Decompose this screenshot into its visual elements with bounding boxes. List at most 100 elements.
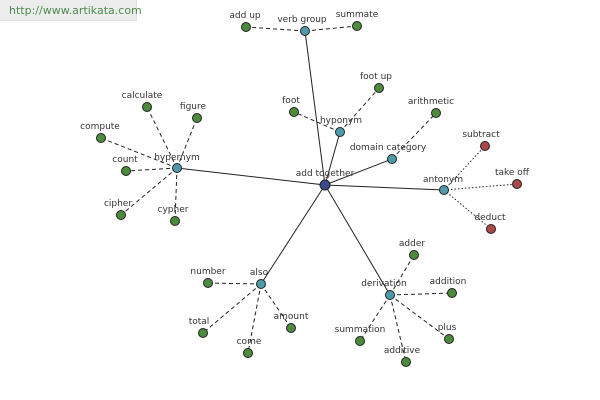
term-dot[interactable] [192,113,202,123]
relation-label[interactable]: derivation [361,279,407,289]
term-dot[interactable] [116,210,126,220]
term-node-adder[interactable]: adder [399,239,425,260]
term-label[interactable]: calculate [122,91,163,101]
term-dot[interactable] [444,334,454,344]
relation-node-antonym[interactable]: antonym [423,175,463,195]
source-url[interactable]: http://www.artikata.com [0,0,142,21]
term-label[interactable]: addition [430,277,467,287]
term-dot[interactable] [170,216,180,226]
term-node-addition[interactable]: addition [430,277,467,298]
edge-center-also [260,184,326,285]
term-node-cypher[interactable]: cypher [158,205,189,226]
term-label[interactable]: deduct [474,213,506,223]
edge-center-antonym [324,184,445,191]
term-node-compute[interactable]: compute [80,122,120,143]
term-label[interactable]: additive [384,346,421,356]
term-label[interactable]: arithmetic [408,97,454,107]
term-label[interactable]: amount [274,312,309,322]
term-node-take-off[interactable]: take off [495,168,530,189]
center-label[interactable]: add together [296,169,355,179]
term-node-number[interactable]: number [190,267,226,288]
relation-label[interactable]: antonym [423,175,463,185]
term-dot[interactable] [289,107,299,117]
term-label[interactable]: cypher [158,205,189,215]
term-node-arithmetic[interactable]: arithmetic [408,97,454,118]
edge-derivation-summation [359,294,391,342]
term-label[interactable]: foot up [360,72,392,82]
edge-center-domain-category [324,158,393,186]
term-node-additive[interactable]: additive [384,346,421,367]
relation-node-verb-group[interactable]: verb group [277,15,327,36]
term-label[interactable]: summate [336,10,379,20]
term-dot[interactable] [431,108,441,118]
term-node-cipher[interactable]: cipher [104,199,132,220]
term-dot[interactable] [142,102,152,112]
relation-dot[interactable] [385,290,395,300]
term-dot[interactable] [355,336,365,346]
term-label[interactable]: subtract [462,130,500,140]
relation-dot[interactable] [172,163,182,173]
relation-node-hyponym[interactable]: hyponym [320,116,362,137]
term-node-summate[interactable]: summate [336,10,379,31]
term-node-amount[interactable]: amount [274,312,309,333]
term-label[interactable]: compute [80,122,120,132]
term-label[interactable]: count [112,155,138,165]
term-label[interactable]: take off [495,168,530,178]
term-dot[interactable] [374,83,384,93]
term-node-total[interactable]: total [189,317,210,338]
relation-label[interactable]: verb group [277,15,327,25]
term-dot[interactable] [480,141,490,151]
relation-dot[interactable] [439,185,449,195]
relation-dot[interactable] [300,26,310,36]
term-node-foot[interactable]: foot [282,96,300,117]
term-label[interactable]: summation [335,325,386,335]
relation-dot[interactable] [256,279,266,289]
term-node-figure[interactable]: figure [180,102,207,123]
relation-dot[interactable] [387,154,397,164]
relation-label[interactable]: domain category [350,143,427,153]
relation-dot[interactable] [335,127,345,137]
term-label[interactable]: figure [180,102,207,112]
term-dot[interactable] [286,323,296,333]
term-dot[interactable] [243,348,253,358]
term-label[interactable]: foot [282,96,300,106]
term-label[interactable]: total [189,317,210,327]
term-node-count[interactable]: count [112,155,138,176]
term-label[interactable]: add up [229,11,261,21]
term-dot[interactable] [352,21,362,31]
term-label[interactable]: number [190,267,225,277]
term-node-calculate[interactable]: calculate [122,91,163,112]
term-dot[interactable] [241,22,251,32]
relation-label[interactable]: hypernym [154,153,200,163]
term-dot[interactable] [512,179,522,189]
relation-node-also[interactable]: also [250,268,269,289]
term-node-summation[interactable]: summation [335,325,386,346]
term-node-deduct[interactable]: deduct [474,213,506,234]
term-node-come[interactable]: come [237,337,262,358]
term-node-foot-up[interactable]: foot up [360,72,392,93]
term-label[interactable]: adder [399,239,425,249]
term-label[interactable]: come [237,337,262,347]
term-dot[interactable] [198,328,208,338]
term-dot[interactable] [486,224,496,234]
relation-label[interactable]: hyponym [320,116,362,126]
term-label[interactable]: plus [438,323,457,333]
relation-node-derivation[interactable]: derivation [361,279,407,300]
term-node-add-up[interactable]: add up [229,11,261,32]
term-dot[interactable] [409,250,419,260]
term-label[interactable]: cipher [104,199,132,209]
relation-node-domain-category[interactable]: domain category [350,143,427,164]
term-dot[interactable] [447,288,457,298]
edge-verb-group-summate [304,25,358,32]
term-node-plus[interactable]: plus [438,323,457,344]
term-dot[interactable] [203,278,213,288]
term-dot[interactable] [96,133,106,143]
relation-node-hypernym[interactable]: hypernym [154,153,200,173]
term-node-subtract[interactable]: subtract [462,130,500,151]
term-dot[interactable] [401,357,411,367]
center-dot[interactable] [319,179,331,191]
edge-derivation-addition [389,292,453,296]
center-node-add-together[interactable]: add together [296,169,355,191]
relation-label[interactable]: also [250,268,269,278]
term-dot[interactable] [121,166,131,176]
